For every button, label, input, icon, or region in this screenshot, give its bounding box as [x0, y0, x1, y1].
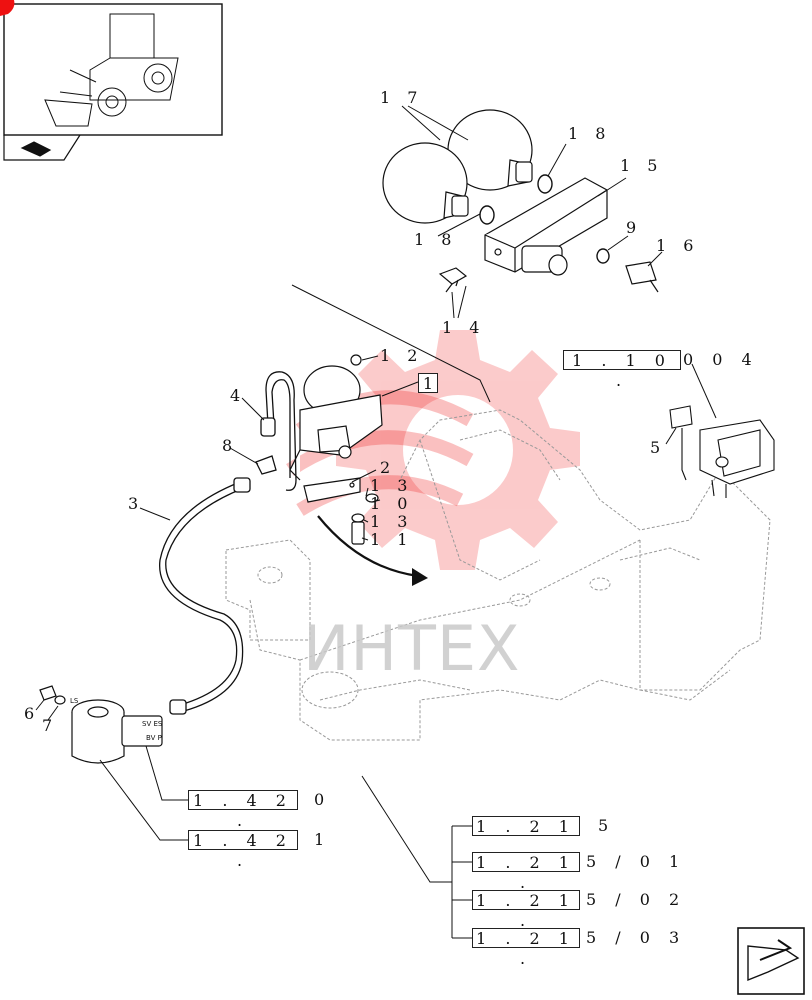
frame-leader — [291, 284, 491, 403]
callout-18-bottom: 1 8 — [414, 230, 458, 249]
port-label-ls: LS — [70, 697, 79, 705]
callout-2: 2 — [380, 458, 397, 477]
callout-16: 1 6 — [656, 236, 700, 255]
loader-thumbnail-icon — [3, 3, 223, 161]
ref-1-42-1[interactable]: 1 . 4 2 . — [188, 830, 298, 870]
port-label-bvp: BV P — [146, 734, 162, 742]
accumulator-17 — [382, 109, 533, 224]
callout-9: 9 — [626, 218, 643, 237]
o-ring-18 — [479, 174, 610, 264]
callout-8: 8 — [222, 436, 239, 455]
corner-mark — [0, 0, 15, 16]
ref-1-21-5-suffix: 5 — [598, 816, 616, 835]
ref-1-42-1-suffix: 1 — [314, 830, 332, 849]
ref-1-21-5[interactable]: 1 . 2 1 — [472, 816, 580, 836]
callout-4: 4 — [230, 386, 247, 405]
sensor-16 — [625, 261, 659, 293]
ref-1-21-5-01-suffix: 5 / 0 1 — [586, 852, 687, 871]
ref-1-10-suffix: 0 0 4 — [683, 350, 759, 369]
callout-14: 1 4 — [442, 318, 486, 337]
callout-17: 1 7 — [380, 88, 424, 107]
pump-unit — [39, 685, 163, 764]
leader-lines — [35, 105, 717, 939]
callout-18-top: 1 8 — [568, 124, 612, 143]
callout-11: 1 1 — [370, 530, 414, 549]
hose-3 — [159, 455, 277, 715]
callout-15: 1 5 — [620, 156, 664, 175]
ref-1-21-5-01[interactable]: 1 . 2 1 . — [472, 852, 580, 892]
callout-13-bottom: 1 3 — [370, 512, 414, 531]
callout-12: 1 2 — [380, 346, 424, 365]
callout-5: 5 — [650, 438, 667, 457]
port-label-sves: SV ES — [142, 720, 163, 728]
callout-13-top: 1 3 — [370, 476, 414, 495]
callout-10: 1 0 — [370, 494, 414, 513]
ref-1-21-5-03-suffix: 5 / 0 3 — [586, 928, 687, 947]
ref-1-42-0[interactable]: 1 . 4 2 . — [188, 790, 298, 830]
ref-1-21-5-02[interactable]: 1 . 2 1 . — [472, 890, 580, 930]
callout-6: 6 — [24, 704, 41, 723]
bolt-11 — [351, 493, 379, 545]
valve-block-1 — [289, 354, 383, 481]
ref-1-42-0-suffix: 0 — [314, 790, 332, 809]
bracket-2 — [303, 477, 361, 503]
ref-1-10-0-04[interactable]: 1 . 1 0 . — [563, 350, 681, 390]
callout-7: 7 — [42, 716, 59, 735]
fitting-14 — [438, 267, 468, 293]
ref-1-21-5-02-suffix: 5 / 0 2 — [586, 890, 687, 909]
move-arrow — [317, 515, 428, 586]
valve-detail-5 — [669, 405, 775, 498]
ref-1-21-5-03[interactable]: 1 . 2 1 . — [472, 928, 580, 968]
chassis-outline — [225, 409, 771, 741]
hose-4 — [260, 371, 297, 491]
manifold-block-15 — [484, 177, 608, 276]
watermark-text: ИНТЕХ — [303, 612, 521, 685]
next-page-arrow-icon[interactable] — [737, 927, 805, 995]
callout-1-box: 1 — [418, 373, 438, 393]
callout-3: 3 — [128, 494, 145, 513]
